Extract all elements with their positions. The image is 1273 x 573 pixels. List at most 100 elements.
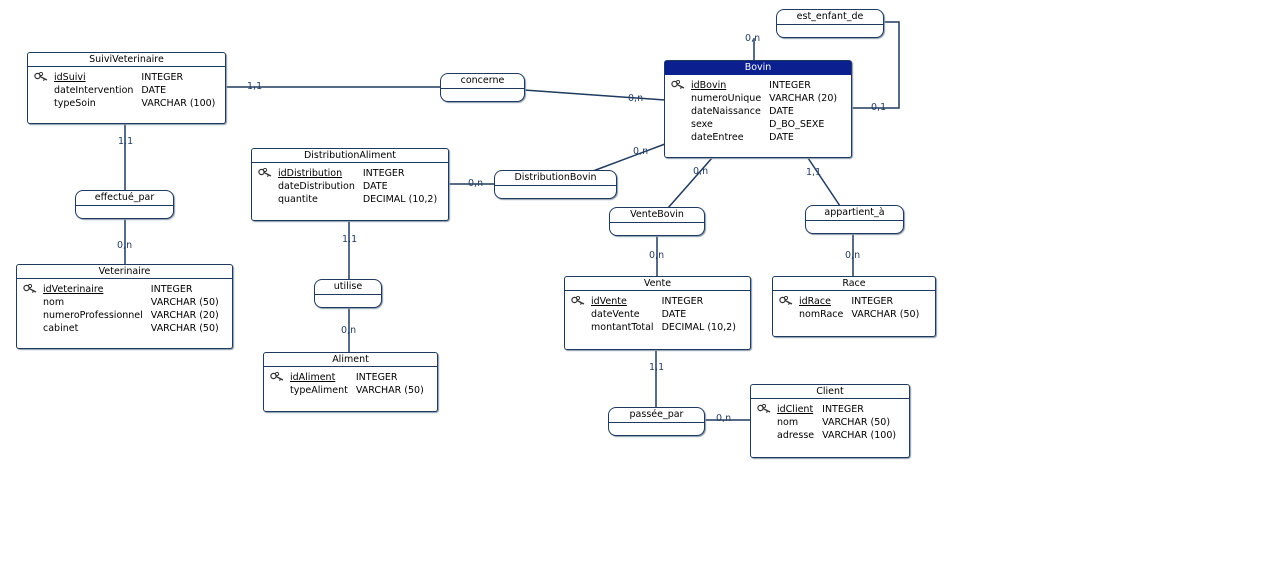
- attribute-type: VARCHAR (50): [150, 323, 219, 334]
- cardinality-label: 0,n: [693, 166, 709, 177]
- assoc-vente-bovin[interactable]: VenteBovin: [609, 207, 705, 236]
- entity-title: Vente: [565, 277, 750, 291]
- assoc-concerne[interactable]: concerne: [440, 73, 525, 102]
- assoc-label: est_enfant_de: [796, 11, 864, 22]
- cardinality-label: 1,1: [342, 234, 358, 245]
- attribute-name: dateNaissance: [691, 106, 761, 117]
- cardinality-label: 0,n: [468, 178, 484, 189]
- link-concerne-bovin: [523, 89, 666, 101]
- primary-key-icon: [23, 283, 37, 294]
- attribute-row: dateNaissance DATE: [691, 106, 837, 119]
- attribute-name: nom: [777, 417, 799, 428]
- attribute-type: INTEGER: [150, 284, 193, 295]
- attribute-name: adresse: [777, 430, 815, 441]
- assoc-label: effectué_par: [94, 192, 155, 203]
- attribute-name: cabinet: [43, 323, 79, 334]
- assoc-label: concerne: [460, 75, 505, 86]
- attribute-row: nomRace VARCHAR (50): [799, 309, 919, 322]
- attribute-row: idRace INTEGER: [799, 296, 919, 309]
- attribute-type: DATE: [769, 106, 794, 117]
- attribute-row: idVeterinaire INTEGER: [43, 284, 219, 297]
- attribute-type: VARCHAR (20): [769, 93, 838, 104]
- attribute-row: quantite DECIMAL (10,2): [278, 194, 437, 207]
- assoc-distribution-bovin[interactable]: DistributionBovin: [494, 170, 617, 199]
- assoc-est-enfant-de[interactable]: est_enfant_de: [776, 9, 884, 38]
- attribute-row: idAliment INTEGER: [290, 372, 424, 385]
- assoc-effectue-par[interactable]: effectué_par: [75, 190, 174, 219]
- entity-title: DistributionAliment: [252, 149, 448, 163]
- cardinality-label: 0,n: [633, 146, 649, 157]
- entity-title: Race: [773, 277, 935, 291]
- attribute-name: idVeterinaire: [43, 284, 104, 295]
- assoc-label: passée_par: [629, 409, 684, 420]
- attribute-name: dateDistribution: [278, 181, 355, 192]
- entity-title: Veterinaire: [17, 265, 232, 279]
- assoc-passee-par[interactable]: passée_par: [608, 407, 705, 436]
- cardinality-label: 0,n: [745, 33, 761, 44]
- attribute-type: DATE: [141, 85, 167, 96]
- entity-title: Bovin: [665, 61, 851, 75]
- cardinality-label: 0,n: [649, 250, 665, 261]
- assoc-label: appartient_à: [824, 207, 885, 218]
- attribute-type: VARCHAR (100): [141, 98, 216, 109]
- attribute-type: INTEGER: [822, 404, 864, 415]
- assoc-appartient-a[interactable]: appartient_à: [805, 205, 904, 234]
- primary-key-icon: [258, 167, 272, 178]
- attribute-name: nom: [43, 297, 65, 308]
- cardinality-label: 1,1: [806, 167, 822, 178]
- assoc-utilise[interactable]: utilise: [314, 279, 382, 308]
- cardinality-label: 0,n: [716, 413, 732, 424]
- attribute-name: numeroProfessionnel: [43, 310, 143, 321]
- attribute-name: idSuivi: [54, 72, 86, 83]
- attribute-name: idRace: [799, 296, 831, 307]
- assoc-label: VenteBovin: [630, 209, 684, 220]
- attribute-row: numeroUnique VARCHAR (20): [691, 93, 837, 106]
- attribute-type: INTEGER: [661, 296, 704, 307]
- attribute-name: quantite: [278, 194, 318, 205]
- cardinality-label: 0,n: [117, 240, 133, 251]
- cardinality-label: 0,n: [628, 93, 644, 104]
- attribute-type: INTEGER: [355, 372, 398, 383]
- attribute-name: idAliment: [290, 372, 336, 383]
- attribute-type: VARCHAR (50): [355, 385, 424, 396]
- cardinality-label: 0,1: [871, 102, 887, 113]
- attribute-type: DECIMAL (10,2): [362, 194, 438, 205]
- attribute-row: sexe D_BO_SEXE: [691, 119, 837, 132]
- cardinality-label: 1,1: [247, 81, 263, 92]
- attribute-type: INTEGER: [851, 296, 894, 307]
- attribute-name: numeroUnique: [691, 93, 762, 104]
- attribute-type: VARCHAR (50): [851, 309, 920, 320]
- link-enfant-bovin-loop: [851, 21, 900, 109]
- attribute-name: sexe: [691, 119, 713, 130]
- attribute-name: montantTotal: [591, 322, 654, 333]
- primary-key-icon: [757, 403, 771, 414]
- primary-key-icon: [34, 71, 48, 82]
- attribute-name: nomRace: [799, 309, 844, 320]
- link-distribbovin-bovin: [592, 143, 666, 172]
- attribute-type: D_BO_SEXE: [769, 119, 825, 130]
- assoc-label: utilise: [333, 281, 363, 292]
- attribute-name: dateEntree: [691, 132, 744, 143]
- cardinality-label: 0,n: [341, 325, 357, 336]
- entity-race[interactable]: Race idRace INTEGER nomRace VARCHAR (50): [772, 276, 936, 337]
- link-bovin-appartient: [807, 157, 841, 207]
